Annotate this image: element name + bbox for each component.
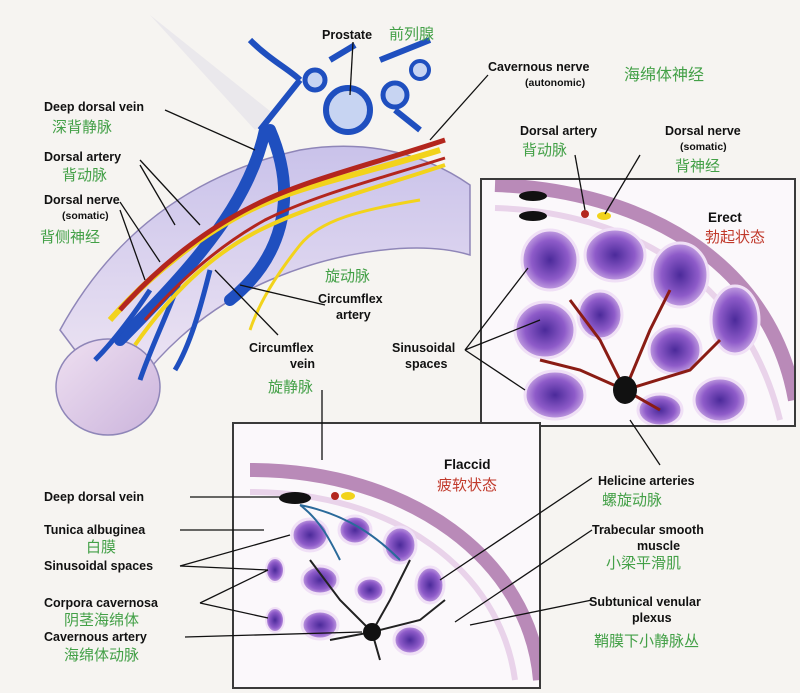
label-prostate-cn: 前列腺 bbox=[389, 25, 435, 43]
prostate-gland bbox=[323, 85, 373, 135]
label-erect: Erect bbox=[708, 210, 742, 225]
penile-shaft bbox=[59, 145, 471, 412]
label-corpora-cavernosa: Corpora cavernosa bbox=[44, 596, 158, 610]
label-circumflex-artery-cn: 旋动脉 bbox=[325, 267, 371, 285]
label-dorsal-nerve-right: Dorsal nerve bbox=[665, 124, 741, 138]
label-dorsal-nerve-left-cn: 背侧神经 bbox=[40, 228, 101, 246]
label-subtunical: Subtunical venular bbox=[589, 595, 701, 609]
label-helicine-arteries: Helicine arteries bbox=[598, 474, 695, 488]
label-cavernous-nerve: Cavernous nerve bbox=[488, 60, 590, 74]
label-subtunical-2: plexus bbox=[632, 611, 672, 625]
label-tunica-albuginea: Tunica albuginea bbox=[44, 523, 146, 537]
label-dorsal-artery-right-cn: 背动脉 bbox=[522, 141, 568, 159]
label-circumflex-vein: Circumflex bbox=[249, 341, 314, 355]
label-trabecular-cn: 小梁平滑肌 bbox=[606, 554, 682, 572]
label-deep-dorsal-vein-top: Deep dorsal vein bbox=[44, 100, 145, 114]
label-prostate: Prostate bbox=[322, 28, 373, 42]
label-cavernous-nerve-cn: 海绵体神经 bbox=[624, 65, 705, 84]
label-dorsal-artery-left: Dorsal artery bbox=[44, 150, 122, 164]
label-trabecular: Trabecular smooth bbox=[592, 523, 704, 537]
label-flaccid: Flaccid bbox=[444, 457, 491, 472]
leader-lines bbox=[119, 41, 661, 638]
label-trabecular-2: muscle bbox=[637, 539, 681, 553]
label-dorsal-nerve-right-cn: 背神经 bbox=[675, 157, 721, 175]
label-dorsal-nerve-right-sub: (somatic) bbox=[680, 141, 727, 153]
label-dorsal-artery-right: Dorsal artery bbox=[520, 124, 598, 138]
label-cavernous-nerve-sub: (autonomic) bbox=[525, 77, 586, 89]
projection-ray bbox=[150, 15, 275, 130]
label-deep-dorsal-vein-bottom: Deep dorsal vein bbox=[44, 490, 145, 504]
label-subtunical-cn: 鞘膜下小静脉丛 bbox=[594, 632, 700, 650]
label-dorsal-nerve-left-sub: (somatic) bbox=[62, 210, 109, 222]
label-sinusoidal-spaces-right: Sinusoidal bbox=[392, 341, 456, 355]
label-circumflex-artery-2: artery bbox=[336, 308, 371, 322]
dorsal-artery bbox=[118, 137, 446, 312]
label-corpora-cavernosa-cn: 阴茎海绵体 bbox=[64, 611, 140, 629]
label-sinusoidal-spaces-right-2: spaces bbox=[405, 357, 448, 371]
label-circumflex-artery: Circumflex bbox=[318, 292, 383, 306]
label-tunica-albuginea-cn: 白膜 bbox=[86, 538, 117, 556]
label-circumflex-vein-cn: 旋静脉 bbox=[268, 378, 314, 396]
label-deep-dorsal-vein-top-cn: 深背静脉 bbox=[52, 118, 113, 136]
glans bbox=[55, 338, 161, 436]
label-flaccid-cn: 疲软状态 bbox=[437, 476, 498, 494]
label-erect-cn: 勃起状态 bbox=[705, 228, 766, 246]
label-dorsal-nerve-left: Dorsal nerve bbox=[44, 193, 120, 207]
label-circumflex-vein-2: vein bbox=[290, 357, 316, 371]
label-sinusoidal-spaces-left: Sinusoidal spaces bbox=[44, 559, 154, 573]
label-cavernous-artery: Cavernous artery bbox=[44, 630, 147, 644]
label-cavernous-artery-cn: 海绵体动脉 bbox=[64, 646, 140, 664]
label-dorsal-artery-left-cn: 背动脉 bbox=[62, 166, 108, 184]
label-helicine-arteries-cn: 螺旋动脉 bbox=[602, 491, 663, 509]
